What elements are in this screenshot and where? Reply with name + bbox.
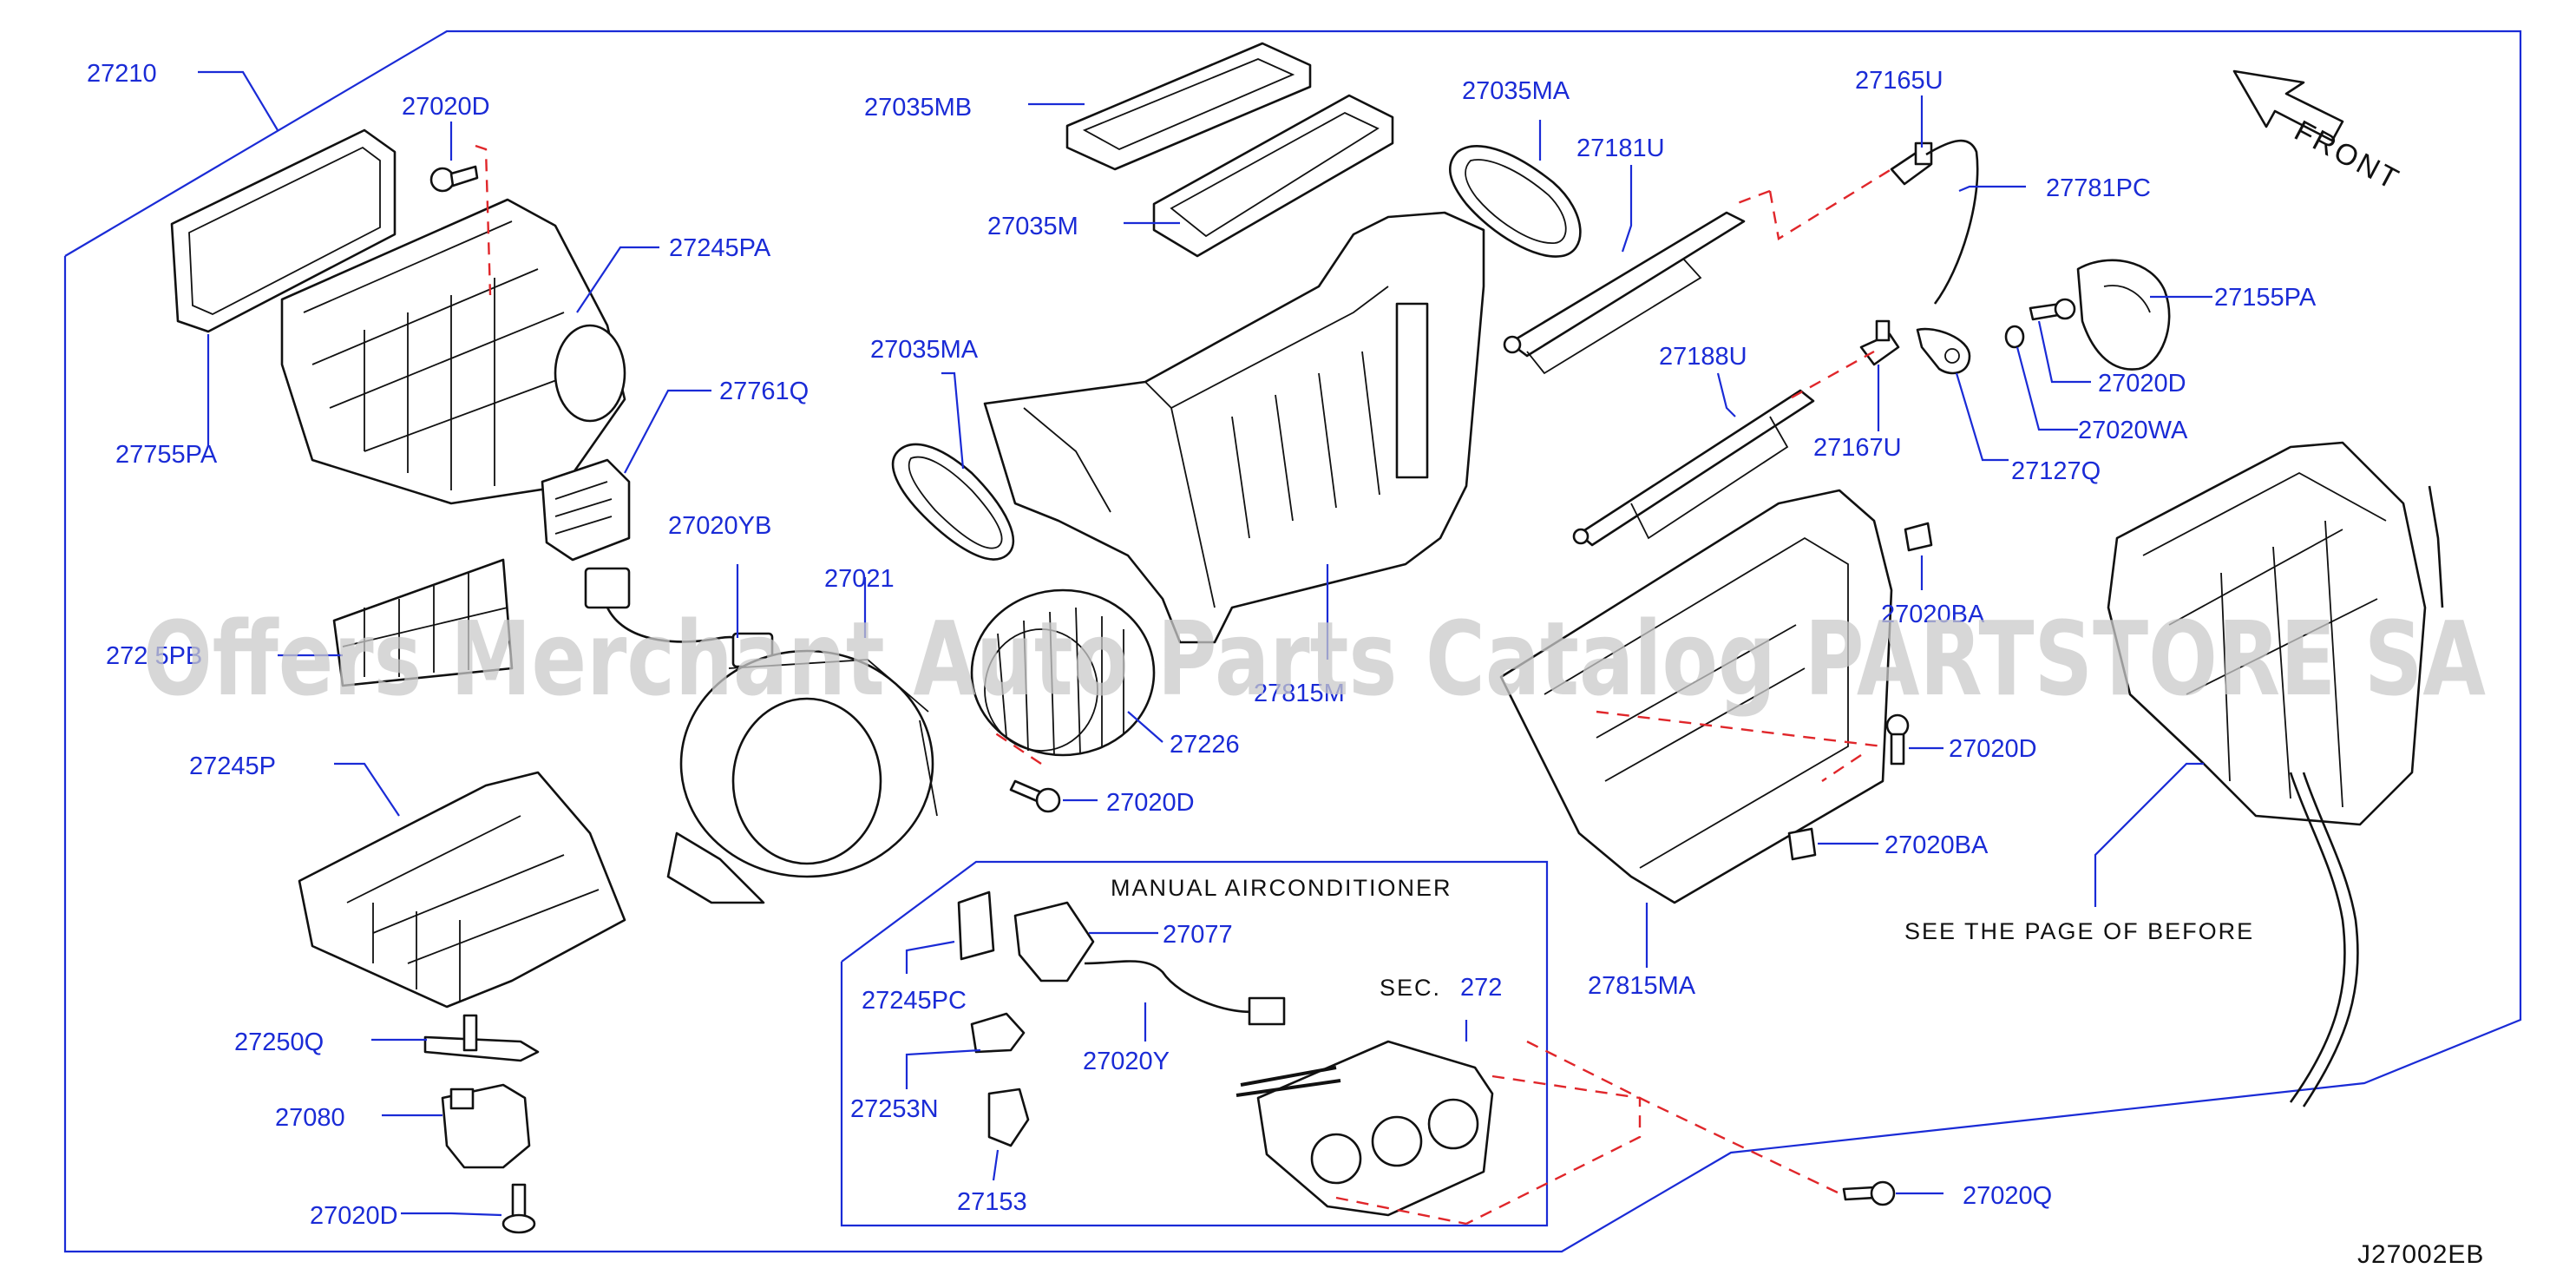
manual-ac-parts	[957, 890, 1494, 1217]
lower-unit-27815ma	[1499, 489, 1893, 904]
rod-27181u	[1503, 211, 1746, 375]
clip-27020ba-top	[1904, 522, 1933, 552]
fan-27226	[970, 588, 1156, 757]
part-label-27020d[interactable]: 27020D	[1106, 789, 1195, 817]
part-label-27815ma[interactable]: 27815MA	[1588, 972, 1696, 1000]
part-labels: 27210 27020D 27245PA 27755PA 27761Q 2702…	[87, 60, 2317, 1230]
front-arrow: FRONT	[2232, 69, 2406, 198]
part-label-27020d[interactable]: 27020D	[310, 1202, 398, 1230]
part-label-27755pa[interactable]: 27755PA	[115, 441, 218, 469]
screw-27020d-left	[501, 1183, 536, 1234]
part-label-27250q[interactable]: 27250Q	[234, 1028, 324, 1056]
part-label-27245p[interactable]: 27245P	[189, 752, 276, 780]
part-label-272x5pb[interactable]: 272 5PB	[106, 642, 202, 670]
lever-27127q	[1916, 327, 1971, 375]
resistor-27761q	[541, 458, 631, 562]
part-label-27020d[interactable]: 27020D	[1949, 735, 2037, 763]
sensor-27165u	[1890, 141, 1933, 186]
part-label-27188u[interactable]: 27188U	[1659, 343, 1747, 371]
part-label-27165u[interactable]: 27165U	[1855, 67, 1943, 95]
part-label-27226[interactable]: 27226	[1170, 731, 1240, 759]
part-label-27253n[interactable]: 27253N	[850, 1095, 939, 1123]
seal-27035ma-right	[1449, 145, 1582, 258]
part-label-27781pc[interactable]: 27781PC	[2046, 174, 2151, 202]
see-page-note: SEE THE PAGE OF BEFORE	[1904, 918, 2254, 944]
part-label-27020yb[interactable]: 27020YB	[668, 512, 771, 540]
screw-27020d-right	[2029, 298, 2076, 321]
screw-27020d-top	[429, 165, 479, 193]
rod-27188u	[1572, 389, 1815, 547]
part-label-272[interactable]: 272	[1460, 974, 1502, 1002]
actuator-27080	[441, 1083, 531, 1169]
manual-ac-frame	[840, 860, 1549, 1227]
part-label-27245pc[interactable]: 27245PC	[862, 987, 967, 1015]
part-label-27167u[interactable]: 27167U	[1813, 434, 1902, 462]
part-label-27035ma[interactable]: 27035MA	[1462, 77, 1570, 105]
part-label-27761q[interactable]: 27761Q	[719, 378, 809, 405]
upper-unit-27815m	[983, 211, 1485, 644]
part-label-27020q[interactable]: 27020Q	[1963, 1182, 2052, 1210]
diagram-frame	[63, 30, 2522, 1253]
part-label-27020d[interactable]: 27020D	[2098, 370, 2186, 398]
part-label-27020ba[interactable]: 27020BA	[1881, 601, 1985, 628]
gasket-27755pa	[170, 128, 397, 333]
filter-door-272x5pb	[332, 558, 514, 687]
part-label-27210[interactable]: 27210	[87, 60, 157, 88]
part-label-27077[interactable]: 27077	[1163, 921, 1233, 949]
watermark: Offers Merchant Auto Parts Catalog PARTS…	[143, 599, 2486, 719]
part-label-27020wa[interactable]: 27020WA	[2078, 417, 2188, 444]
manual-ac-title: MANUAL AIRCONDITIONER	[1111, 875, 1452, 901]
screw-27020d-right-mid	[1885, 713, 1910, 766]
screw-27020q	[1842, 1180, 1896, 1206]
part-label-27155pa[interactable]: 27155PA	[2214, 284, 2317, 312]
sensor-27167u	[1859, 319, 1900, 366]
front-label: FRONT	[2289, 115, 2405, 198]
part-label-27020d[interactable]: 27020D	[402, 93, 490, 121]
diagram-code: J27002EB	[2357, 1240, 2484, 1269]
lower-case-27245p	[298, 771, 626, 1009]
part-drawings	[170, 42, 2444, 1234]
part-label-27021[interactable]: 27021	[824, 565, 895, 593]
part-label-27245pa[interactable]: 27245PA	[669, 234, 771, 262]
intake-housing-27245pa	[280, 198, 626, 505]
heater-unit-assembly	[2107, 441, 2444, 1107]
part-label-27080[interactable]: 27080	[275, 1104, 345, 1132]
part-label-27035mb[interactable]: 27035MB	[864, 94, 972, 122]
filter-27035mb	[1065, 42, 1312, 171]
cable-27781pc	[1925, 139, 1979, 305]
part-label-27153[interactable]: 27153	[957, 1188, 1027, 1216]
washer-27020wa	[2004, 325, 2025, 349]
assembly-lines	[475, 144, 1892, 1226]
part-label-27020ba[interactable]: 27020BA	[1884, 831, 1989, 859]
filter-27035m	[1152, 94, 1394, 258]
leader-lines	[198, 70, 2212, 1217]
seal-27035ma-left	[891, 443, 1015, 561]
cover-27155pa	[2076, 259, 2171, 371]
blower-case-27021	[666, 649, 938, 904]
part-label-27035m[interactable]: 27035M	[987, 213, 1078, 240]
clip-27020ba-bottom	[1787, 827, 1817, 861]
part-label-27020y[interactable]: 27020Y	[1083, 1048, 1170, 1075]
part-label-27815m[interactable]: 27815M	[1254, 680, 1345, 707]
part-label-27035ma[interactable]: 27035MA	[870, 336, 979, 364]
sec-prefix: SEC.	[1380, 975, 1441, 1001]
part-label-27181u[interactable]: 27181U	[1576, 135, 1665, 162]
screw-27020d-center	[1009, 779, 1061, 813]
link-27250q	[423, 1014, 540, 1062]
part-label-27127q[interactable]: 27127Q	[2011, 457, 2101, 485]
